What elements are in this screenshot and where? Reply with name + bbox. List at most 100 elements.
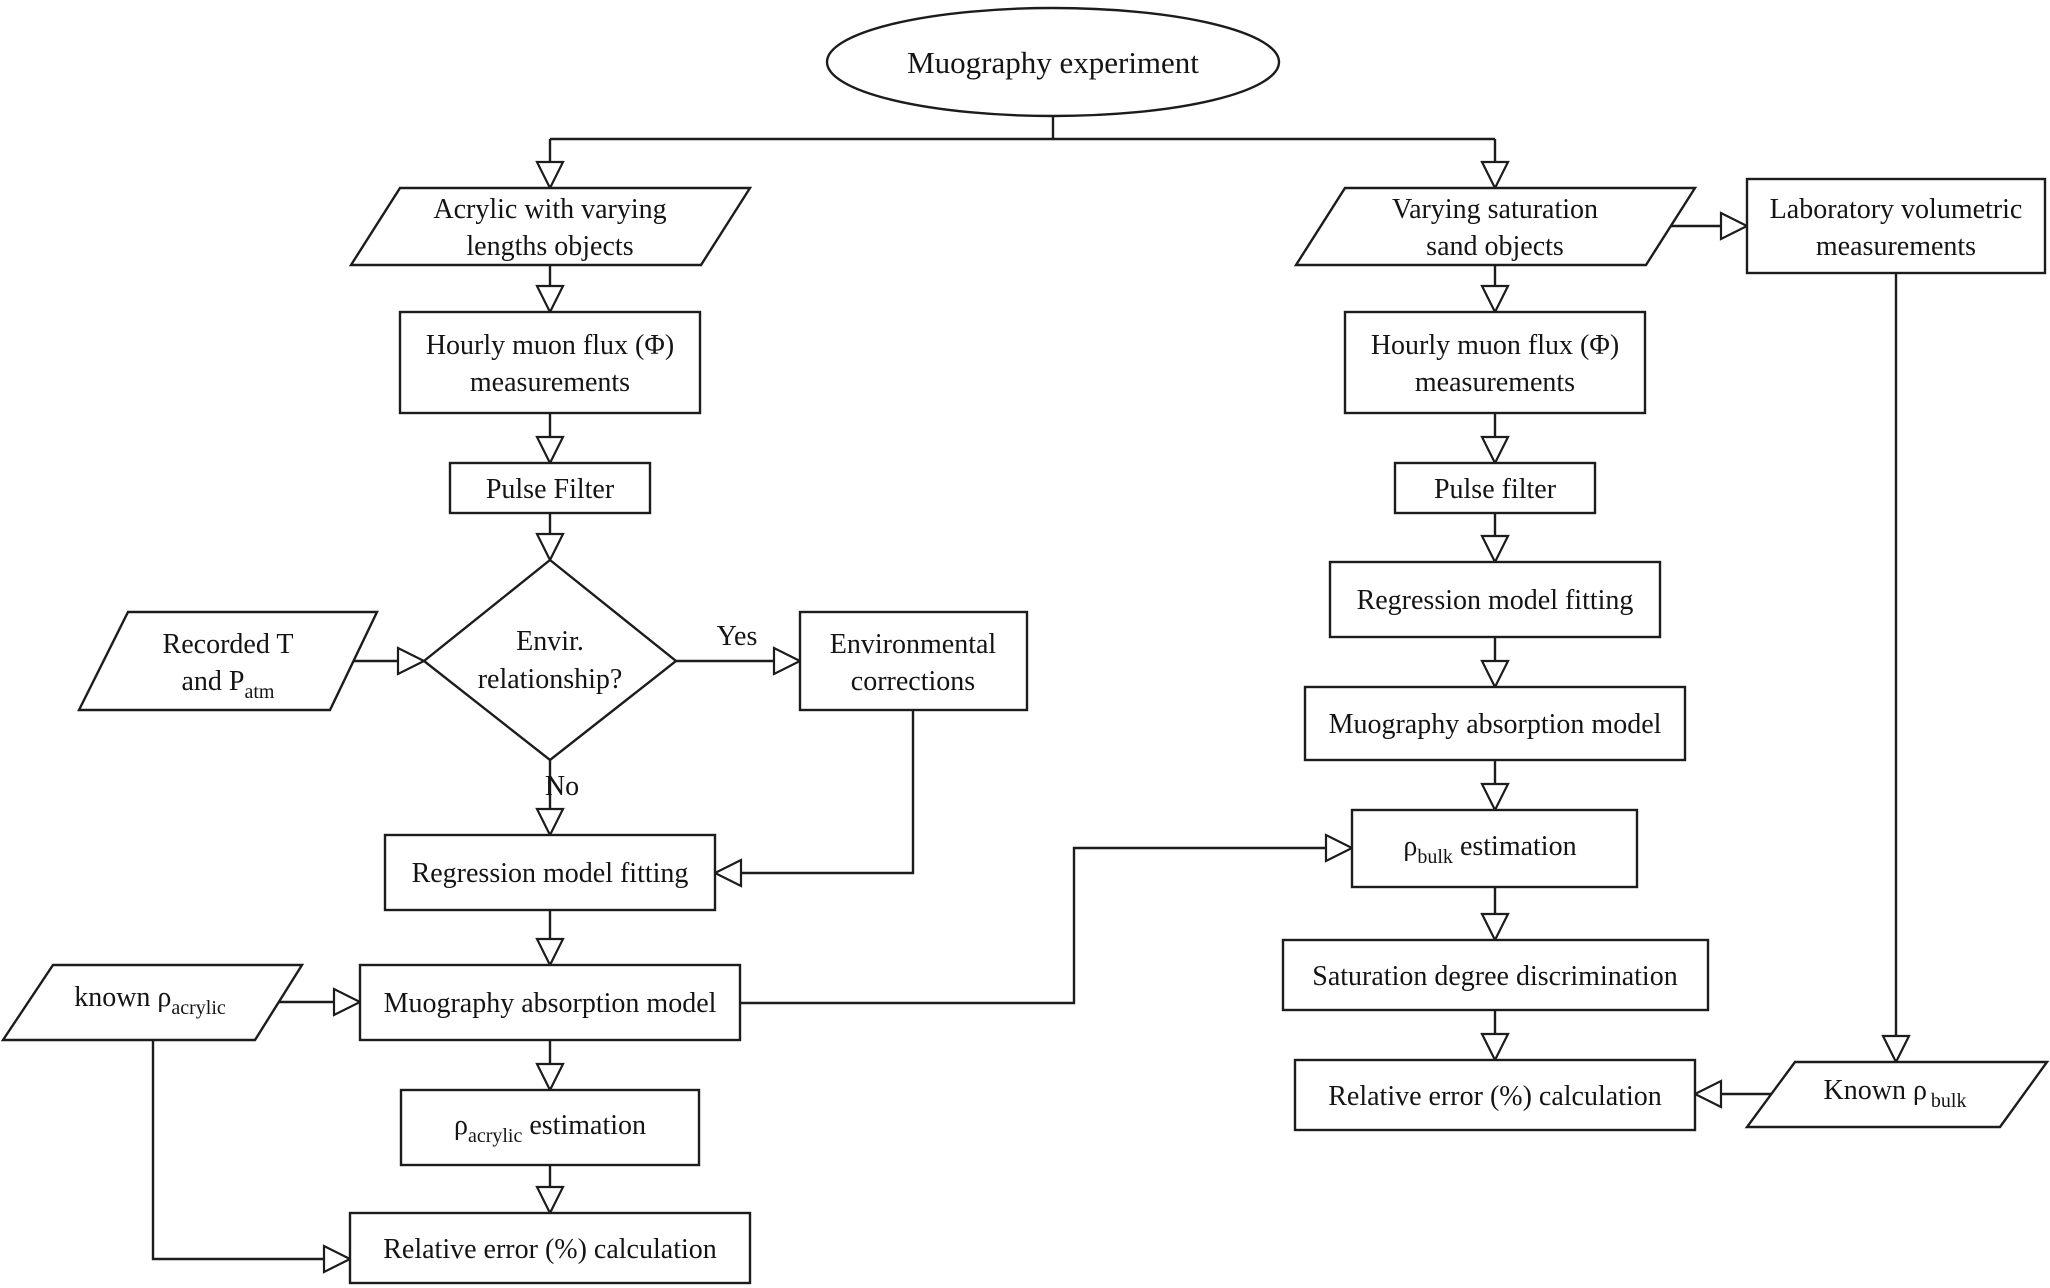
lab-volumetric-box	[1745, 177, 2047, 275]
edge-regression-to-absorption-left	[535, 910, 565, 968]
node-regression-right: Regression model fitting	[1328, 560, 1662, 639]
node-relative-error-left: Relative error (%) calculation	[348, 1211, 752, 1285]
node-hourly-flux-left: Hourly muon flux (Φ) measurements	[398, 310, 702, 415]
pulse-filter-left-box	[448, 461, 652, 515]
arrowhead-into-sand-objects	[1480, 160, 1510, 191]
known-rho-acrylic-parallelogram	[0, 963, 305, 1042]
arrowhead-into-acrylic-objects	[535, 160, 565, 191]
arrowhead-into-absorption-left	[535, 937, 565, 968]
svg-text:Muography absorption model: Muography absorption model	[1329, 709, 1662, 740]
node-acrylic-objects: Acrylic with varying lengths objects	[348, 186, 753, 267]
arrowhead-into-rel-error-right	[1480, 1032, 1510, 1063]
relative-error-right-box	[1293, 1058, 1697, 1132]
arrowhead-into-regression-left-side	[712, 858, 743, 888]
arrowhead-into-rel-error-right-side	[1692, 1079, 1723, 1109]
node-sand-objects: Varying saturation sand objects	[1293, 186, 1698, 267]
svg-text:Varying saturation: Varying saturation	[1392, 194, 1598, 225]
edge-flux-to-pulse-left	[535, 413, 565, 466]
arrowhead-into-flux-right	[1480, 284, 1510, 315]
arrowhead-into-decision-left	[396, 646, 427, 676]
node-known-rho-acrylic: known ρacrylic	[0, 963, 305, 1042]
node-regression-left: Regression model fitting	[383, 833, 717, 912]
envir-decision-diamond	[422, 558, 678, 762]
node-absorption-right: Muography absorption model	[1303, 685, 1687, 762]
edge-known-rho-bulk-to-rel-error	[1692, 1079, 1771, 1109]
svg-text:sand objects: sand objects	[1426, 231, 1564, 262]
regression-left-box	[383, 833, 717, 912]
arrowhead-into-env-corrections	[772, 646, 803, 676]
edge-acrylic-to-flux	[535, 265, 565, 315]
arrowhead-into-known-rho-bulk	[1881, 1034, 1911, 1065]
arrowhead-into-rho-bulk-est-side	[1324, 833, 1355, 863]
known-rho-bulk-parallelogram	[1744, 1060, 2050, 1129]
edge-start-split-line	[548, 116, 1497, 162]
arrowhead-into-regression-left	[535, 807, 565, 838]
recorded-t-patm-parallelogram	[77, 610, 379, 712]
node-start: Muography experiment	[825, 6, 1281, 118]
svg-text:corrections: corrections	[851, 666, 975, 697]
sand-objects-parallelogram	[1293, 186, 1698, 267]
arrowhead-into-regression-right	[1480, 534, 1510, 565]
svg-text:Hourly muon flux (Φ): Hourly muon flux (Φ)	[426, 330, 674, 361]
edge-known-rho-acrylic-to-rel-error	[151, 1040, 353, 1274]
node-recorded-t-patm: Recorded T and Patm	[77, 610, 379, 712]
svg-text:and Patm: and Patm	[182, 666, 275, 703]
hourly-flux-left-box	[398, 310, 702, 415]
edge-rho-acrylic-est-to-rel-error	[535, 1165, 565, 1216]
pulse-filter-right-box	[1393, 461, 1597, 515]
node-environmental-corrections: Environmental corrections	[798, 610, 1029, 712]
svg-text:measurements: measurements	[470, 367, 630, 398]
arrowhead-into-rel-error-left	[535, 1185, 565, 1216]
arrowhead-into-pulse-left	[535, 435, 565, 466]
edge-sand-objects-to-flux-right	[1480, 265, 1510, 315]
arrowhead-into-decision	[535, 532, 565, 563]
svg-text:Envir.: Envir.	[516, 626, 584, 657]
node-saturation-discrimination: Saturation degree discrimination	[1281, 938, 1710, 1012]
edge-pulse-to-decision	[535, 513, 565, 563]
absorption-left-box	[358, 963, 742, 1042]
node-lab-volumetric: Laboratory volumetric measurements	[1745, 177, 2047, 275]
decision-yes-label: Yes	[717, 621, 758, 652]
svg-text:Known ρbulk: Known ρbulk	[1824, 1075, 1967, 1112]
node-pulse-filter-right: Pulse filter	[1393, 461, 1597, 515]
svg-text:Environmental: Environmental	[830, 629, 997, 660]
edge-saturation-to-rel-error-right	[1480, 1010, 1510, 1063]
edge-pulse-to-regression-right	[1480, 513, 1510, 565]
absorption-right-box	[1303, 685, 1687, 762]
arrowhead-into-absorption-right	[1480, 659, 1510, 690]
start-ellipse	[825, 6, 1281, 118]
hourly-flux-right-box	[1343, 310, 1647, 415]
edge-env-corrections-to-regression	[712, 710, 915, 888]
svg-text:Pulse filter: Pulse filter	[1434, 474, 1557, 505]
arrowhead-into-lab-volumetric	[1719, 211, 1750, 241]
arrowhead-into-flux-left	[535, 284, 565, 315]
svg-text:Relative error (%) calculation: Relative error (%) calculation	[1328, 1081, 1662, 1112]
environmental-corrections-box	[798, 610, 1029, 712]
svg-text:Hourly muon flux (Φ): Hourly muon flux (Φ)	[1371, 330, 1619, 361]
svg-text:measurements: measurements	[1415, 367, 1575, 398]
node-relative-error-right: Relative error (%) calculation	[1293, 1058, 1697, 1132]
arrowhead-into-rho-acrylic-est	[535, 1062, 565, 1093]
arrowhead-into-rho-bulk-est	[1480, 782, 1510, 813]
node-pulse-filter-left: Pulse Filter	[448, 461, 652, 515]
saturation-discrimination-box	[1281, 938, 1710, 1012]
svg-text:Muography absorption model: Muography absorption model	[384, 988, 717, 1019]
regression-right-box	[1328, 560, 1662, 639]
svg-text:Laboratory volumetric: Laboratory volumetric	[1770, 194, 2023, 225]
rho-acrylic-estimation-box	[399, 1088, 701, 1167]
edge-decision-no	[535, 760, 565, 838]
edge-flux-to-pulse-right	[1480, 413, 1510, 466]
arrowhead-into-pulse-right	[1480, 435, 1510, 466]
edge-start-split	[535, 116, 1510, 191]
svg-text:measurements: measurements	[1816, 231, 1976, 262]
svg-text:Recorded T: Recorded T	[163, 629, 294, 660]
svg-text:Saturation degree discriminati: Saturation degree discrimination	[1312, 961, 1677, 992]
arrowhead-into-saturation	[1480, 912, 1510, 943]
node-absorption-left: Muography absorption model	[358, 963, 742, 1042]
node-envir-decision: Envir. relationship?	[422, 558, 678, 762]
arrowhead-into-absorption-left-side	[332, 987, 363, 1017]
